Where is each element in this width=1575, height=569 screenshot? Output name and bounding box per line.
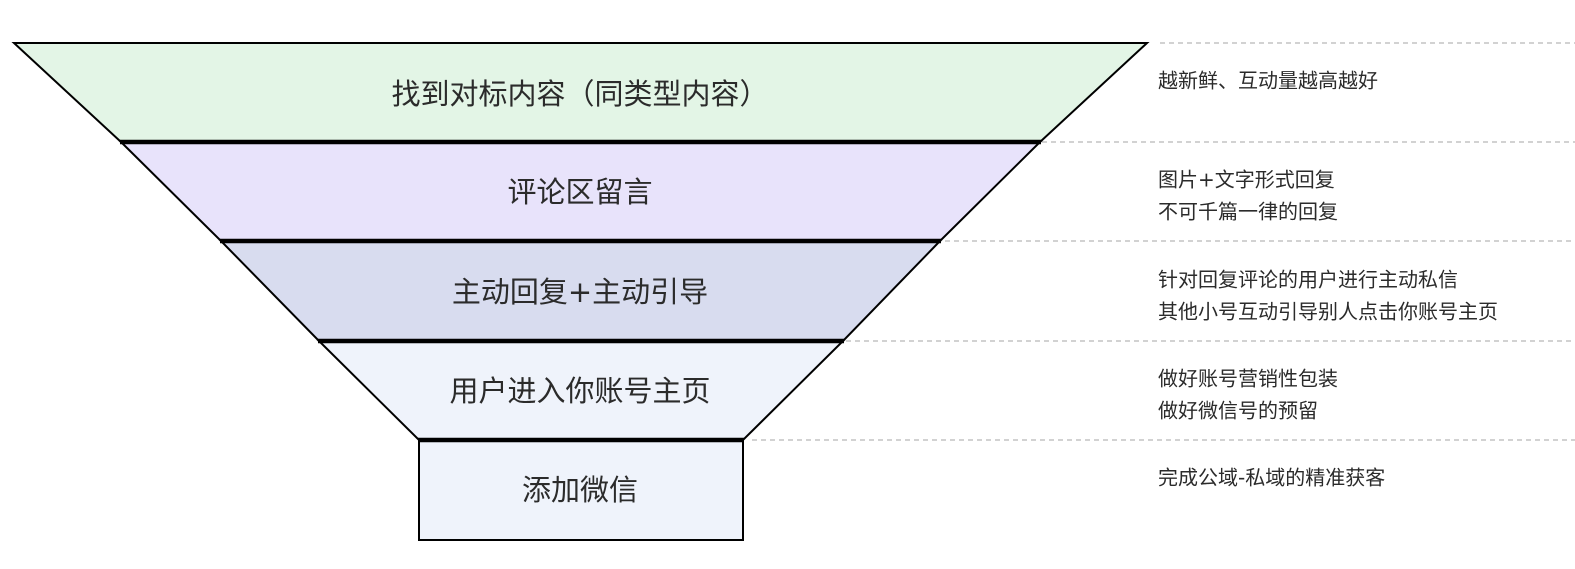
stage-4-note-1: 做好账号营销性包装 (1158, 367, 1338, 391)
stage-2-note-2: 不可千篇一律的回复 (1158, 200, 1338, 224)
stage-3-label: 主动回复+主动引导 (452, 275, 708, 309)
stage-dividers (120, 139, 1041, 443)
stage-labels: 找到对标内容（同类型内容） 评论区留言 主动回复+主动引导 用户进入你账号主页 … (391, 77, 768, 507)
stage-4-note-2: 做好微信号的预留 (1158, 399, 1318, 423)
stage-3-note-2: 其他小号互动引导别人点击你账号主页 (1158, 300, 1498, 324)
stage-5-label: 添加微信 (522, 473, 638, 507)
stage-5-shape (418, 439, 744, 541)
stage-1-label: 找到对标内容（同类型内容） (391, 77, 768, 111)
funnel-stages (11, 42, 1150, 541)
stage-3-note-1: 针对回复评论的用户进行主动私信 (1158, 268, 1458, 292)
stage-notes: 越新鲜、互动量越高越好 图片+文字形式回复 不可千篇一律的回复 针对回复评论的用… (1158, 69, 1498, 490)
separator-lines (752, 42, 1575, 441)
stage-1-note-1: 越新鲜、互动量越高越好 (1158, 69, 1378, 93)
stage-2-note-1: 图片+文字形式回复 (1158, 168, 1335, 192)
stage-5-note-1: 完成公域-私域的精准获客 (1158, 466, 1385, 490)
stage-2-label: 评论区留言 (507, 175, 652, 209)
stage-4-label: 用户进入你账号主页 (449, 374, 710, 408)
